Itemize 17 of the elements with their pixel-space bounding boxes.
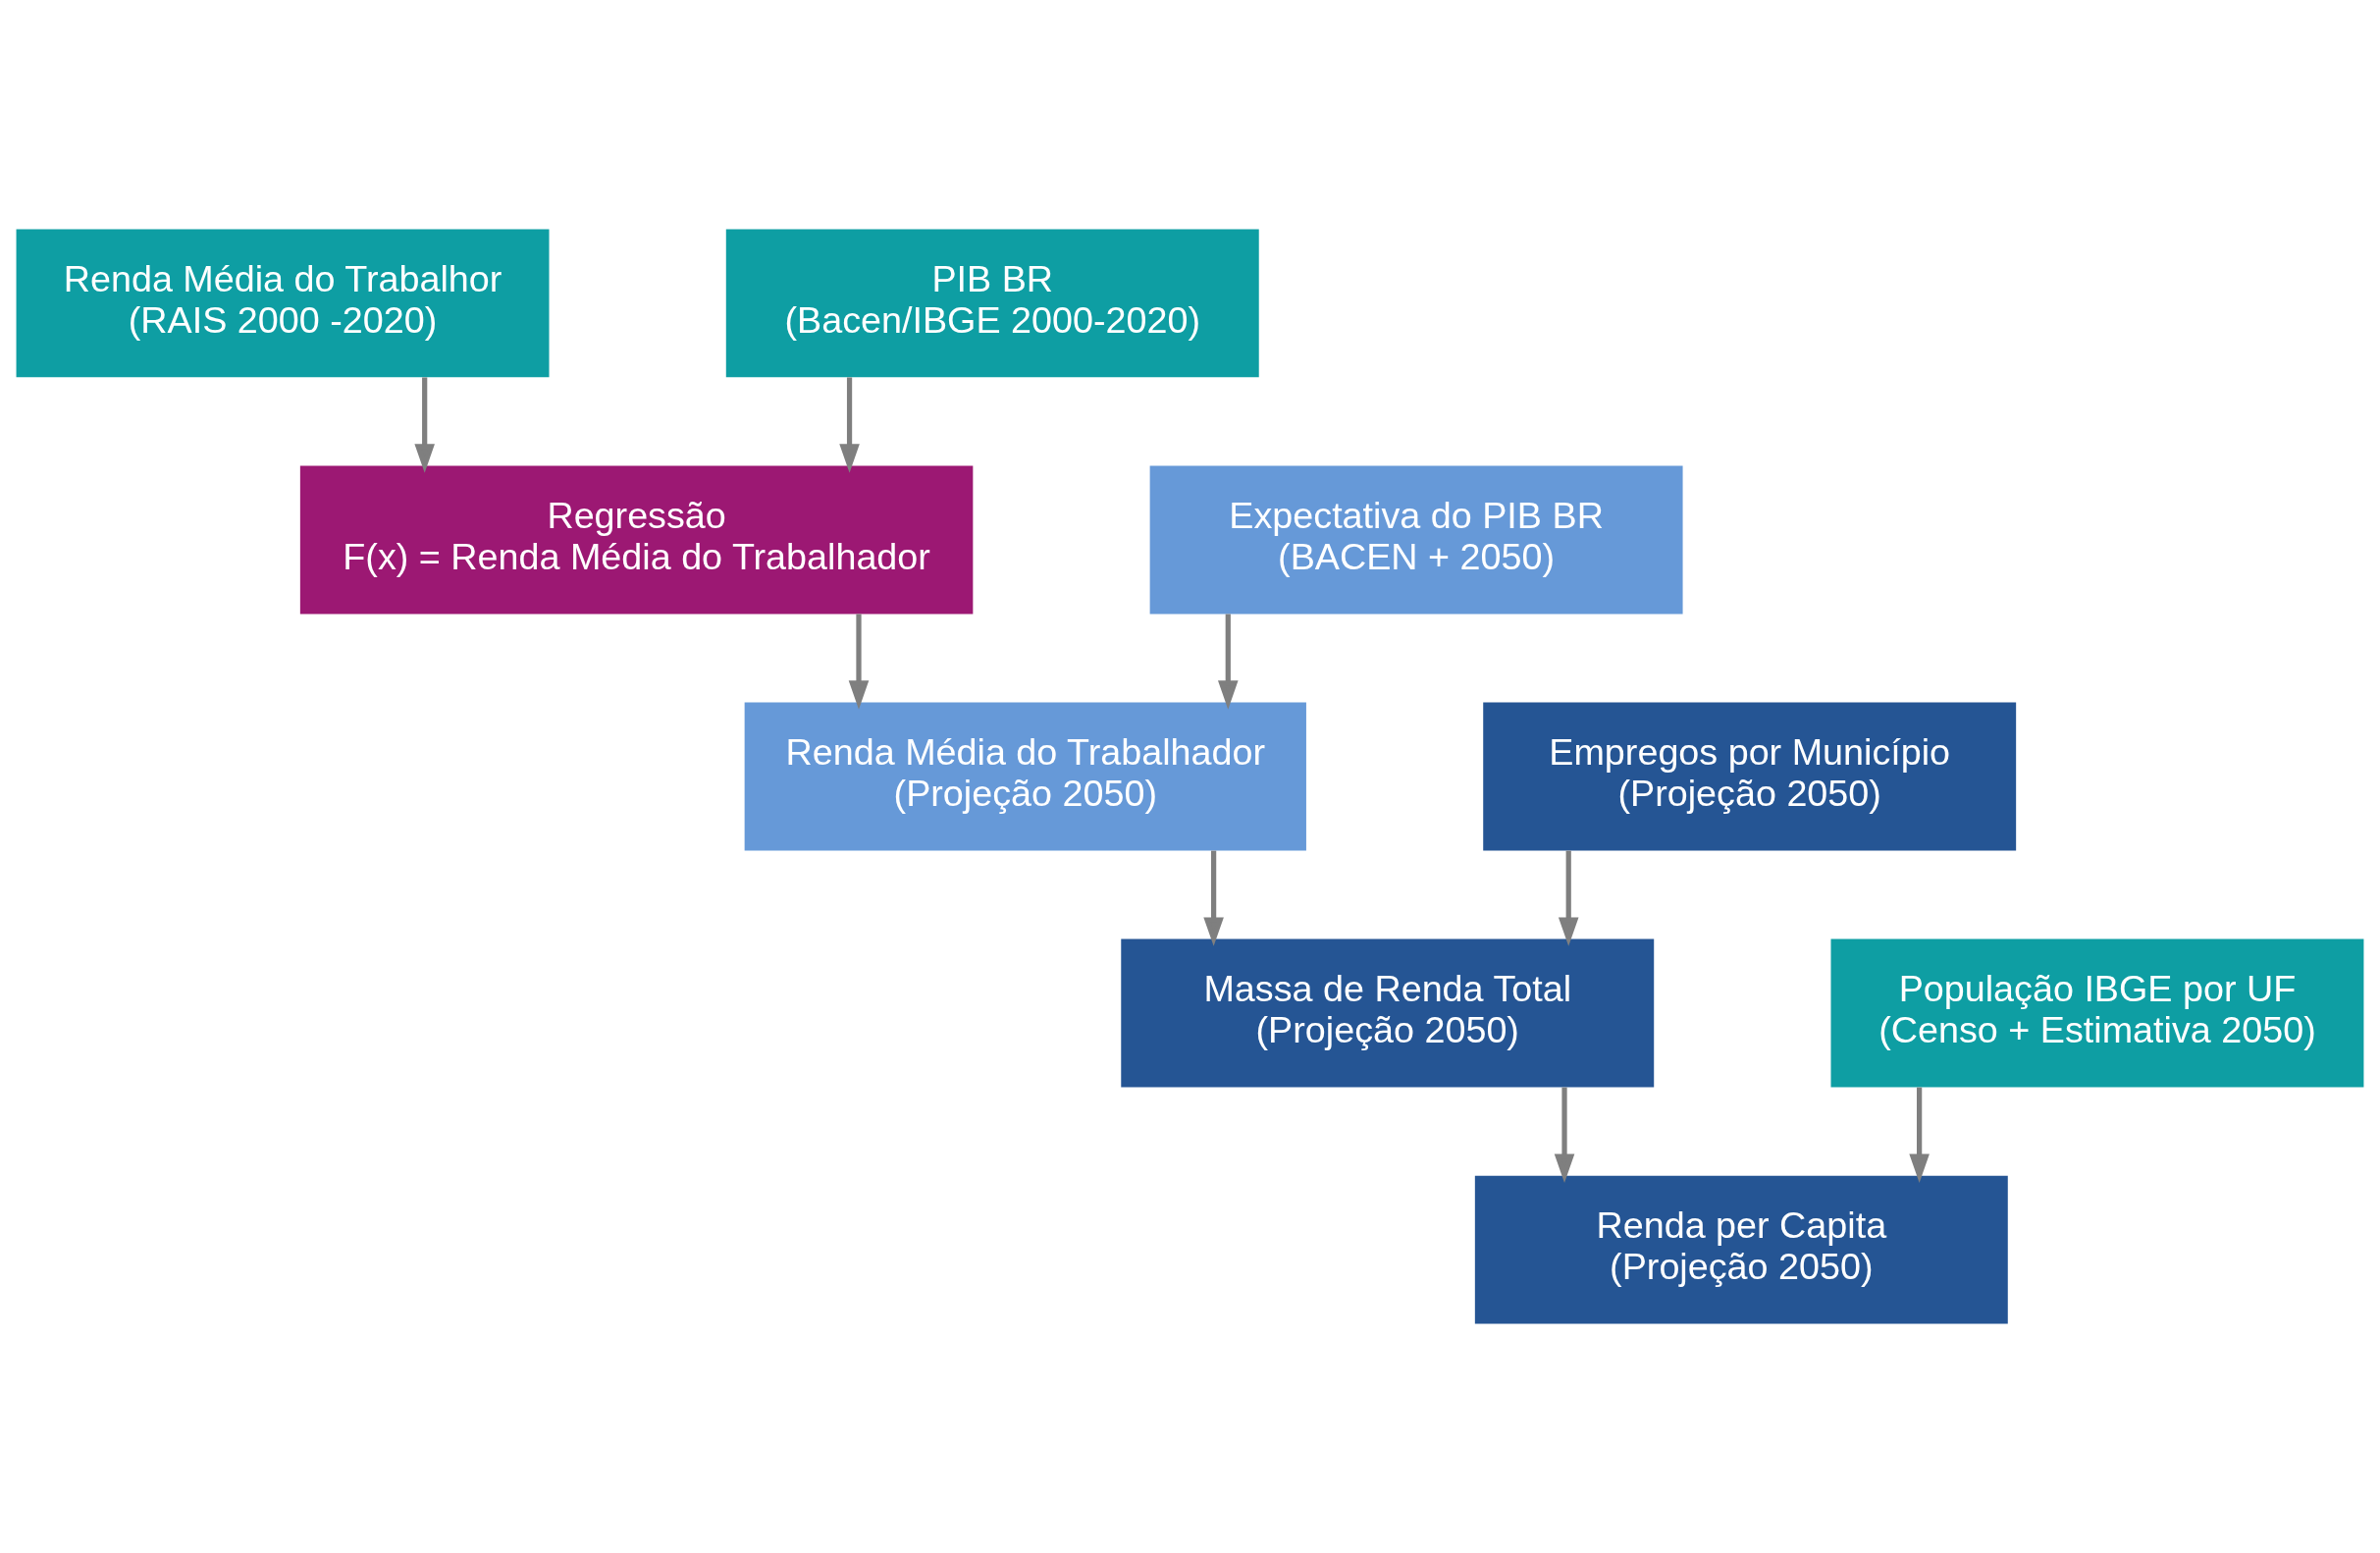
arrow	[414, 377, 435, 473]
node-box: PIB BR (Bacen/IBGE 2000-2020)	[725, 229, 1259, 378]
node-box: Renda Média do Trabalhor (RAIS 2000 -2020)	[16, 229, 550, 378]
node-box: Massa de Renda Total (Projeção 2050)	[1121, 938, 1655, 1088]
node-box: Renda per Capita (Projeção 2050)	[1474, 1175, 2008, 1324]
arrow	[1558, 850, 1579, 946]
node-box: Empregos por Município (Projeção 2050)	[1483, 702, 2017, 851]
arrow	[1554, 1087, 1575, 1183]
arrow	[1218, 614, 1239, 710]
arrow	[1909, 1087, 1930, 1183]
node-box: Renda Média do Trabalhador (Projeção 2050)	[744, 702, 1306, 851]
node-box: Regressão F(x) = Renda Média do Trabalhador	[299, 465, 974, 615]
arrow	[848, 614, 870, 710]
node-box: Expectativa do PIB BR (BACEN + 2050)	[1149, 465, 1683, 615]
node-box: População IBGE por UF (Censo + Estimativa 2050)	[1830, 938, 2364, 1088]
arrow	[1203, 850, 1224, 946]
arrow	[839, 377, 860, 473]
